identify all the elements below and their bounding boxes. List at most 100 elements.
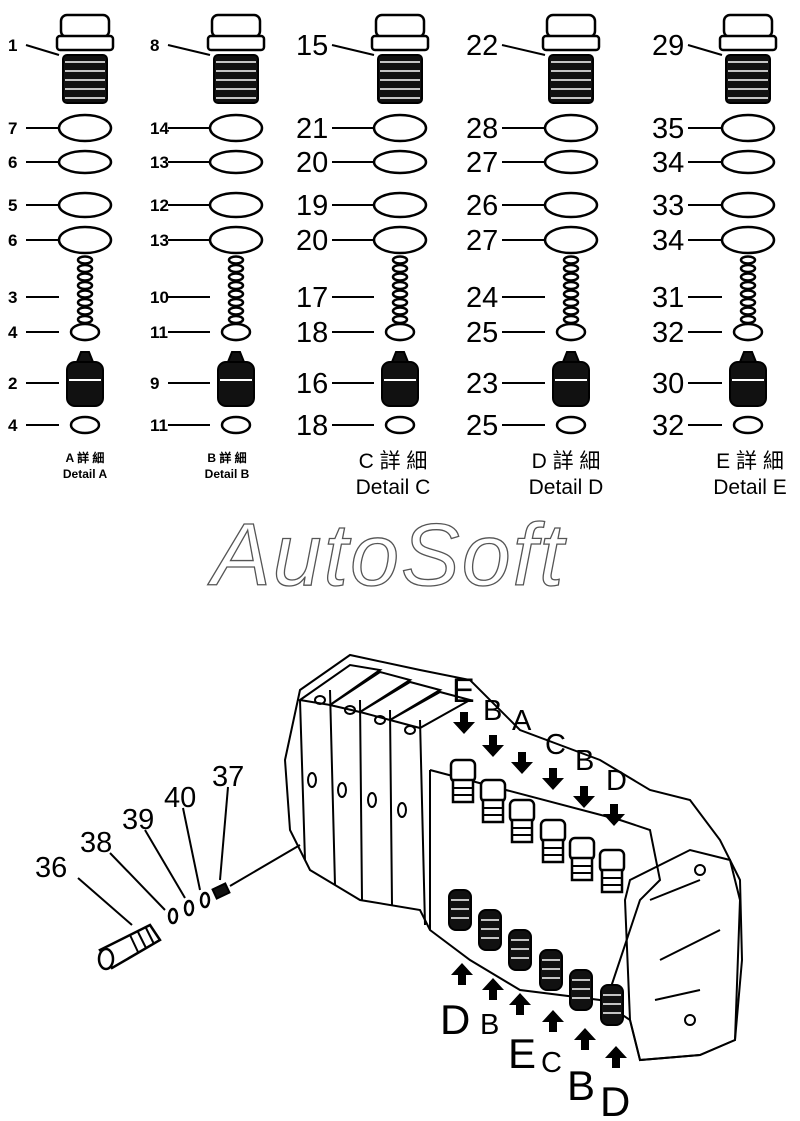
spring-coil <box>562 306 580 316</box>
detail-1-label-7: 2 <box>8 374 17 393</box>
detail-1-caption-en: Detail A <box>63 467 108 481</box>
lower-plugs <box>448 889 624 1026</box>
detail-3-label-6: 18 <box>296 317 328 349</box>
plug-thread <box>377 54 423 104</box>
spring-coil <box>227 314 245 325</box>
detail-4-label-4: 27 <box>466 225 498 257</box>
upper-plug-cap <box>539 818 567 844</box>
detail-5-caption-en: Detail E <box>713 476 787 499</box>
spring-coil <box>227 280 245 291</box>
valve-assembly-drawing: 36 38 39 40 37 E B A C B D D B E C B D <box>35 653 744 1121</box>
seat-bottom <box>69 415 101 435</box>
spring-coil <box>391 306 409 316</box>
spring-coil <box>227 297 245 308</box>
o-ring <box>543 191 599 219</box>
backup-ring <box>372 149 428 175</box>
arrow-up-icon <box>605 1046 627 1068</box>
arrow-down-icon <box>573 786 595 808</box>
assembly-label-36: 36 <box>35 852 67 884</box>
spring-coil <box>76 297 94 308</box>
seat <box>220 322 252 342</box>
detail-2-label-4: 13 <box>150 231 169 250</box>
spring-coil <box>391 289 409 299</box>
upper-plug-body <box>481 798 505 824</box>
upper-plug-cap <box>568 836 596 862</box>
detail-4-label-3: 26 <box>466 190 498 222</box>
detail-1-label-0: 1 <box>8 36 17 55</box>
spring-coil <box>227 255 245 265</box>
spring-coil <box>76 255 94 265</box>
backup-ring <box>57 225 113 255</box>
exploded-plug-parts <box>97 844 301 971</box>
top-letter-e: E <box>452 672 475 710</box>
spring-coil <box>391 272 409 282</box>
detail-4-label-5: 24 <box>466 282 498 314</box>
assembly-label-37: 37 <box>212 761 244 793</box>
watermark-text: AutoSoft <box>207 505 567 604</box>
spring-coil <box>562 272 580 282</box>
spring-coil <box>227 306 245 316</box>
spring-coil <box>739 297 757 308</box>
arrow-down-icon <box>482 735 504 757</box>
detail-5-label-1: 35 <box>652 113 684 145</box>
detail-1-label-5: 3 <box>8 288 17 307</box>
arrow-up-icon <box>509 993 531 1015</box>
detail-2-label-0: 8 <box>150 36 159 55</box>
plug-cap <box>374 13 426 39</box>
upper-plug-cap <box>598 848 626 874</box>
detail-4-label-8: 25 <box>466 410 498 442</box>
seat-bottom <box>220 415 252 435</box>
valve-block-edges <box>429 769 662 991</box>
o-ring <box>720 113 776 143</box>
spring-coil <box>391 314 409 325</box>
detail-1-label-3: 5 <box>8 196 17 215</box>
detail-2-label-7: 9 <box>150 374 159 393</box>
arrow-up-icon <box>482 978 504 1000</box>
detail-1-label-4: 6 <box>8 231 17 250</box>
detail-2-label-5: 10 <box>150 288 169 307</box>
plug-flange <box>370 34 430 52</box>
o-ring <box>543 113 599 143</box>
part-36-threads <box>129 927 155 953</box>
plug-flange <box>718 34 778 52</box>
detail-2-label-6: 11 <box>150 323 168 342</box>
bottom-letter-d2: D <box>600 1078 630 1121</box>
detail-5-label-4: 34 <box>652 225 684 257</box>
detail-3-label-5: 17 <box>296 282 328 314</box>
top-letter-c: C <box>545 729 566 761</box>
top-letter-a: A <box>512 705 532 737</box>
lower-plug <box>569 969 593 1011</box>
o-ring <box>208 191 264 219</box>
top-letter-b: B <box>483 695 502 727</box>
detail-2-label-2: 13 <box>150 153 169 172</box>
detail-1-label-6: 4 <box>8 323 18 342</box>
detail-2-caption-en: Detail B <box>205 467 250 481</box>
detail-2-label-3: 12 <box>150 196 169 215</box>
detail-3-label-1: 21 <box>296 113 328 145</box>
arrow-up-icon <box>542 1010 564 1032</box>
spool-body <box>729 361 767 407</box>
arrow-up-icon <box>574 1028 596 1050</box>
bottom-letter-e: E <box>508 1030 536 1077</box>
spool-tip <box>390 351 410 363</box>
plug-flange <box>206 34 266 52</box>
detail-1-label-1: 7 <box>8 119 17 138</box>
plug-cap <box>59 13 111 39</box>
leader-line <box>331 44 375 56</box>
spring-coil <box>562 263 580 274</box>
detail-5-label-7: 30 <box>652 368 684 400</box>
spring-coil <box>562 255 580 265</box>
detail-1-label-2: 6 <box>8 153 17 172</box>
plug-thread <box>213 54 259 104</box>
bottom-letter-c: C <box>541 1047 562 1079</box>
seat-bottom <box>384 415 416 435</box>
spring-coil <box>391 263 409 274</box>
spring-coil <box>562 280 580 291</box>
backup-ring <box>208 149 264 175</box>
upper-plug-cap <box>508 798 536 824</box>
lower-plug <box>448 889 472 931</box>
